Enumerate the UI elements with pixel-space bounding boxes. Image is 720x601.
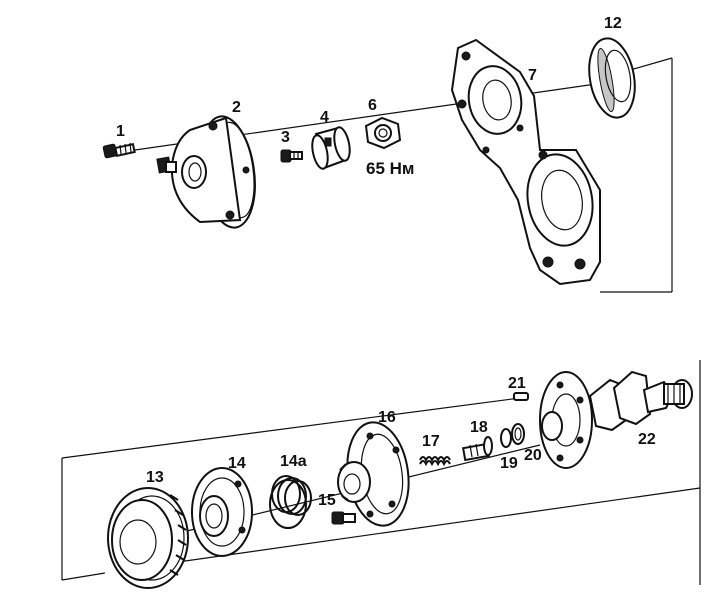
label-1: 1: [116, 123, 125, 140]
seal-ring-12: [588, 37, 636, 119]
spring-17: [419, 456, 451, 467]
key-21: [513, 392, 529, 401]
bolt-1: [102, 142, 136, 159]
label-13: 13: [146, 469, 164, 486]
label-18: 18: [470, 419, 488, 436]
screw-3: [280, 149, 303, 163]
label-15: 15: [318, 492, 336, 509]
lower-frame: [61, 360, 701, 585]
cover-housing-2: [156, 115, 256, 229]
label-16: 16: [378, 409, 396, 426]
damper-14: [191, 467, 253, 557]
hex-nut-6: [364, 116, 402, 150]
label-20: 20: [524, 447, 542, 464]
pulley-13: [107, 487, 189, 589]
spring-14a: [269, 475, 312, 529]
label-4: 4: [320, 109, 329, 126]
label-21: 21: [508, 375, 526, 392]
label-14a: 14a: [280, 453, 307, 470]
hub-flange-16: [337, 421, 410, 527]
label-17: 17: [422, 433, 440, 450]
label-19: 19: [500, 455, 518, 472]
rings-19-20: [500, 423, 525, 448]
upper-frame: [600, 57, 673, 293]
label-12: 12: [604, 15, 622, 32]
label-7: 7: [528, 67, 537, 84]
timing-cover-7: [450, 38, 601, 286]
label-14: 14: [228, 455, 246, 472]
bushing-4: [311, 126, 351, 170]
bolt-15: [331, 511, 356, 525]
label-22: 22: [638, 431, 656, 448]
torque-label: 65 Нм: [366, 159, 415, 178]
label-6: 6: [368, 97, 377, 114]
crankshaft-22: [539, 370, 693, 469]
label-3: 3: [281, 129, 290, 146]
pin-18: [461, 436, 493, 462]
label-2: 2: [232, 99, 241, 116]
